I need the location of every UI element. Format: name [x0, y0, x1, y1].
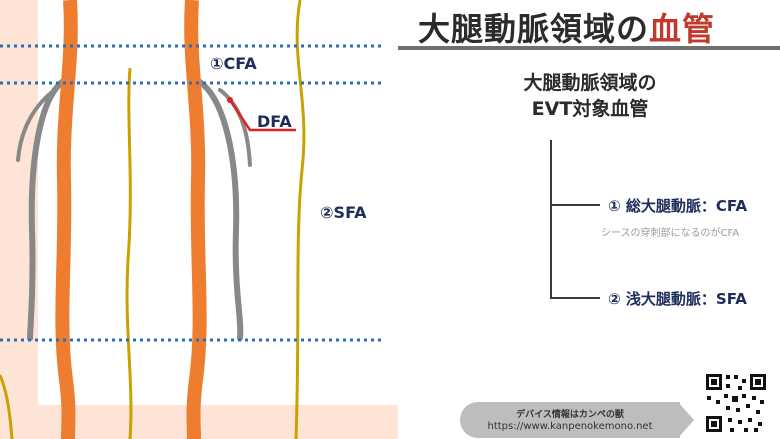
dfa-pointer — [228, 99, 296, 132]
deep-artery-right-branch — [218, 88, 252, 167]
credit-banner[interactable]: デバイス情報はカンペの獣 https://www.kanpenokemono.n… — [460, 402, 680, 438]
tree-branch-1-line — [550, 204, 600, 206]
tree-branch-2-line — [550, 297, 600, 299]
subtitle: 大腿動脈領域の EVT対象血管 — [480, 70, 700, 122]
femoral-artery-left — [55, 0, 78, 439]
branch-cfa-note: シースの穿刺部になるのがCFA — [601, 228, 740, 239]
qr-code-icon[interactable] — [704, 372, 768, 434]
nerve-center — [125, 67, 133, 439]
thigh-artery-diagram — [0, 0, 398, 439]
nerve-right — [294, 0, 306, 439]
tree-trunk — [550, 140, 552, 298]
branch-sfa-label: ② 浅大腿動脈：SFA — [608, 290, 747, 308]
credit-title: デバイス情報はカンペの獣 — [516, 410, 624, 420]
femoral-artery-right — [184, 0, 207, 439]
credit-url[interactable]: https://www.kanpenokemono.net — [487, 421, 653, 432]
deep-artery-right — [197, 79, 244, 341]
branch-cfa-label: ① 総大腿動脈：CFA — [608, 197, 748, 215]
label-cfa: ①CFA — [210, 54, 257, 73]
deep-artery-left — [27, 79, 65, 341]
page-title-accent: 血管 — [649, 10, 716, 48]
arrow-right-icon — [678, 402, 694, 438]
subtitle-line-1: 大腿動脈領域の — [523, 72, 657, 94]
deep-artery-left-branch — [16, 90, 54, 162]
page-title: 大腿動脈領域の血管 — [418, 4, 715, 50]
nerve-left-branch — [0, 374, 14, 439]
page-title-main: 大腿動脈領域の — [418, 10, 650, 48]
title-underline — [398, 46, 780, 50]
label-dfa: DFA — [257, 112, 292, 131]
subtitle-line-2: EVT対象血管 — [531, 98, 649, 120]
label-sfa: ②SFA — [320, 203, 367, 222]
dfa-pointer-dot — [227, 97, 233, 103]
